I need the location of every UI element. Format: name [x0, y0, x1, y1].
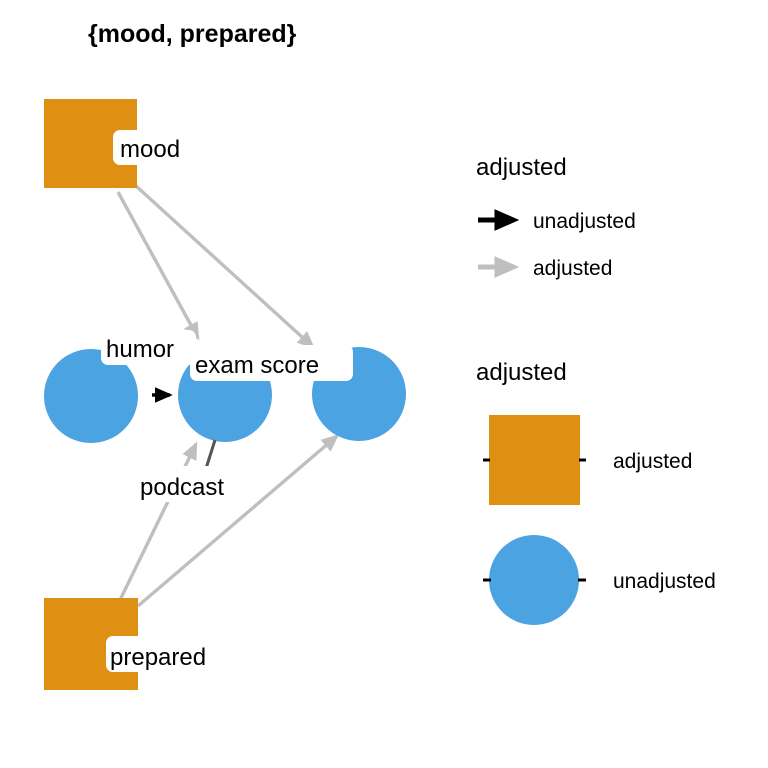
- legend-edges-title: adjusted: [476, 154, 567, 181]
- node-label-exam-score: exam score: [195, 352, 319, 379]
- node-label-plate-exam-score: [190, 345, 353, 381]
- edge-mood-to-podcast: [134, 184, 315, 349]
- node-label-mood: mood: [120, 136, 180, 163]
- edge-mood-to-exam-score: [116, 191, 200, 341]
- legend-swatch-circle-unadjusted: [489, 535, 579, 625]
- node-layer: [44, 99, 406, 690]
- legend-nodes-label-unadjusted: unadjusted: [613, 570, 716, 593]
- node-label-plate-humor: [101, 330, 196, 365]
- legend-edges-label-adjusted: adjusted: [533, 257, 612, 280]
- node-label-layer: mood humor exam score podcast prepared: [101, 130, 353, 672]
- node-humor[interactable]: [44, 349, 138, 443]
- node-label-prepared: prepared: [110, 644, 206, 671]
- node-label-plate-podcast: [136, 466, 248, 502]
- legend-swatch-square-adjusted: [489, 415, 580, 505]
- edge-layer: [116, 184, 340, 608]
- legend-nodes: adjusted adjusted unadjusted: [476, 359, 716, 625]
- node-label-plate-mood: [113, 130, 199, 165]
- legend-nodes-label-adjusted: adjusted: [613, 450, 692, 473]
- edge-prepared-to-podcast: [136, 434, 340, 608]
- node-label-plate-prepared: [106, 636, 233, 672]
- node-label-humor: humor: [106, 336, 174, 363]
- legend-edges-label-unadjusted: unadjusted: [533, 210, 636, 233]
- node-label-podcast: podcast: [140, 474, 224, 501]
- legend-edges: adjusted unadjusted adjusted: [476, 154, 636, 280]
- legend-nodes-title: adjusted: [476, 359, 567, 386]
- page-title: {mood, prepared}: [88, 20, 297, 48]
